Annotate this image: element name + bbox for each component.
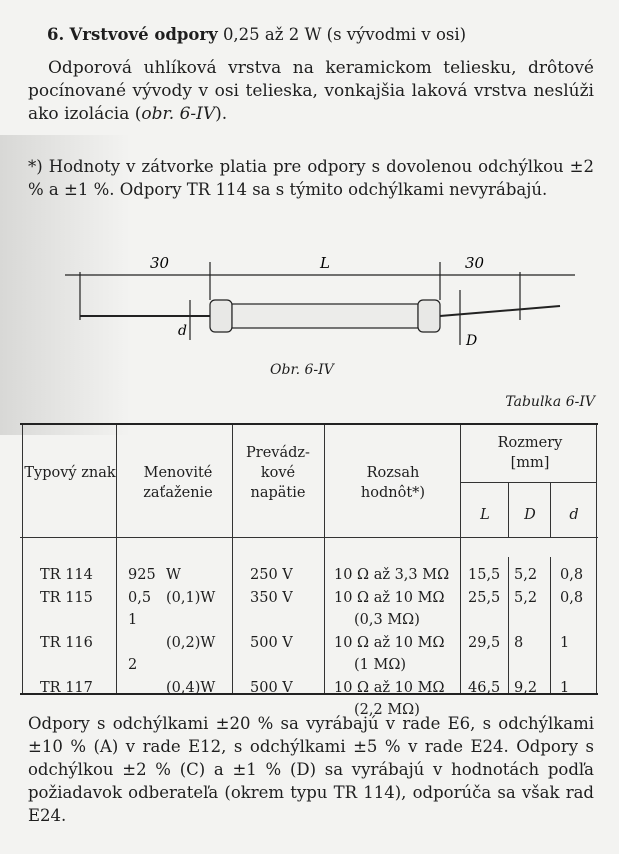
cell-range: 10 Ω až 3,3 MΩ <box>334 567 450 583</box>
header-dims: Rozmery [mm] <box>497 435 563 471</box>
table-row: 2 (1 MΩ) <box>20 654 598 677</box>
header-d: d <box>569 507 579 523</box>
cell-L: 15,5 <box>468 567 501 583</box>
header-type: Typový znak <box>24 465 116 481</box>
cell-d: 1 <box>560 679 570 696</box>
cell-range: 10 Ω až 10 MΩ <box>334 634 445 651</box>
table-row: TR 116 (0,2)W 500 V 10 Ω až 10 MΩ 29,5 8 1 <box>20 632 598 655</box>
cell-range: (0,3 MΩ) <box>354 612 420 628</box>
table-row: TR 117 (0,4)W 500 V 10 Ω až 10 MΩ 46,5 9,2 1 <box>20 677 598 700</box>
header-power: Menovité zaťaženie <box>143 465 213 501</box>
cell-D: 5,2 <box>514 567 538 583</box>
cell-type: TR 114 <box>40 567 93 583</box>
dim-body: L <box>319 254 330 272</box>
cell-p2: (0,4)W <box>166 679 216 696</box>
cell-p2: (0,2)W <box>166 634 216 651</box>
cell-d: 0,8 <box>560 567 584 583</box>
cell-D: 8 <box>514 634 524 651</box>
header-voltage: Prevádz-kové napätie <box>246 445 310 501</box>
cell-p2: W <box>166 567 181 583</box>
cell-voltage: 500 V <box>250 679 293 696</box>
cell-p1: 925 <box>128 567 156 583</box>
cell-p2: (0,1)W <box>166 589 216 606</box>
table-row: 1 (0,3 MΩ) <box>20 609 598 632</box>
cell-voltage: 250 V <box>250 567 293 583</box>
cell-d: 0,8 <box>560 589 584 606</box>
cell-range: (2,2 MΩ) <box>354 702 420 718</box>
cell-p1: 0,5 <box>128 589 152 606</box>
cell-voltage: 350 V <box>250 589 293 606</box>
resistor-table: Typový znak Menovité zaťaženie Prevádz-k… <box>20 423 598 718</box>
cell-range: 10 Ω až 10 MΩ <box>334 589 445 606</box>
cell-p1: 1 <box>128 612 138 628</box>
intro-paragraph: Odporová uhlíková vrstva na keramickom t… <box>28 58 594 124</box>
cell-D: 9,2 <box>514 679 538 696</box>
cell-type: TR 117 <box>40 679 93 696</box>
figure-caption: Obr. 6-IV <box>270 362 334 378</box>
dim-left: 30 <box>150 254 170 272</box>
dim-right: 30 <box>465 254 485 272</box>
lead-diameter-label: d <box>178 323 187 339</box>
footnote: *) Hodnoty v zátvorke platia pre odpory … <box>28 157 594 199</box>
table-row: TR 115 0,5 (0,1)W 350 V 10 Ω až 10 MΩ 25,5 5,2… <box>20 587 598 610</box>
cell-L: 29,5 <box>468 634 501 651</box>
cell-L: 25,5 <box>468 589 501 606</box>
cell-range: 10 Ω až 10 MΩ <box>334 679 445 696</box>
scan-shading <box>0 135 130 435</box>
cell-d: 1 <box>560 634 570 651</box>
table-row: (2,2 MΩ) <box>20 699 598 722</box>
body-diameter-label: D <box>465 333 477 349</box>
table-caption: Tabulka 6-IV <box>505 394 595 410</box>
cell-D: 5,2 <box>514 589 538 606</box>
cell-L: 46,5 <box>468 679 501 696</box>
cell-voltage: 500 V <box>250 634 293 651</box>
closing-paragraph: Odpory s odchýlkami ±20 % sa vyrábajú v … <box>28 714 594 825</box>
header-range: Rozsah hodnôt*) <box>360 465 426 501</box>
cell-p1: 2 <box>128 657 138 673</box>
cell-type: TR 116 <box>40 634 93 651</box>
header-L: L <box>480 507 490 523</box>
table-row: TR 114 925 W 250 V 10 Ω až 3,3 MΩ 15,5 5,2 0,8 <box>20 564 598 587</box>
resistor-figure: 30 L 30 d D <box>65 254 575 349</box>
cell-range: (1 MΩ) <box>354 657 407 673</box>
section-heading: 6. Vrstvové odpory 0,25 až 2 W (s vývodm… <box>47 25 467 44</box>
cell-type: TR 115 <box>40 589 93 606</box>
header-D: D <box>524 507 536 523</box>
